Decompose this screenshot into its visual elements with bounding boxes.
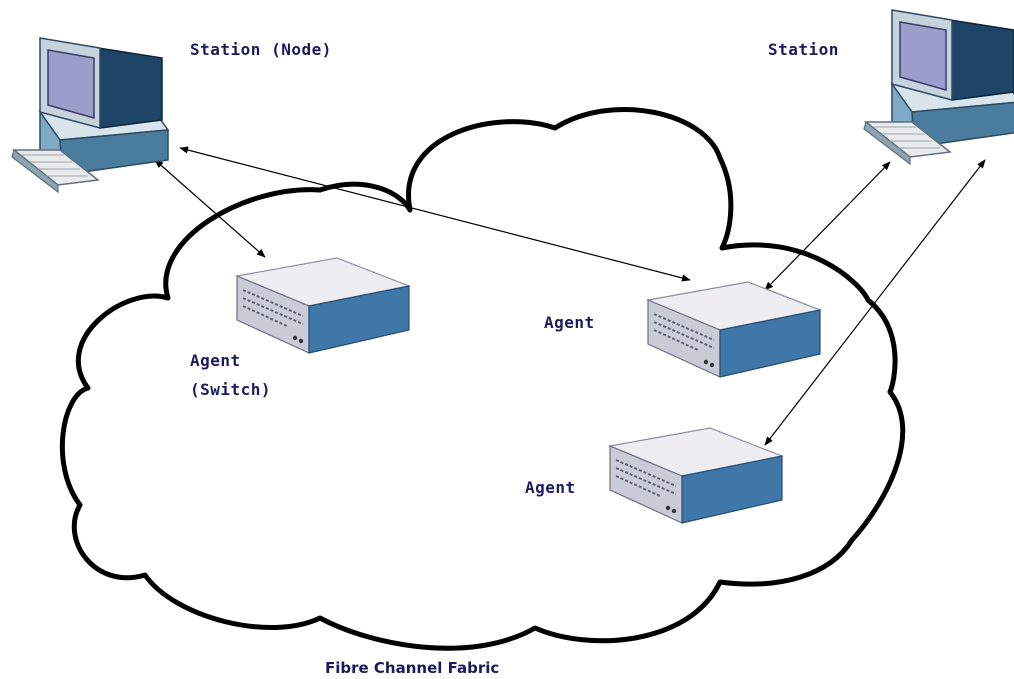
agent-label: Agent: [525, 478, 576, 497]
network-switch-icon: [607, 427, 785, 524]
agent-switch-label: Agent: [190, 351, 241, 370]
agent-label: Agent: [544, 313, 595, 332]
fabric-cloud: [59, 107, 906, 651]
link-station-to-agent-lower: [764, 159, 986, 446]
network-switch-icon: [234, 257, 412, 354]
station-label: Station: [768, 40, 839, 59]
network-switch-icon: [645, 281, 823, 378]
link-station-node-to-agent-switch: [154, 159, 266, 258]
computer-workstation-icon: [863, 9, 1014, 166]
station-node-label: Station (Node): [190, 40, 332, 59]
agent-switch-sublabel: (Switch): [190, 380, 272, 399]
fabric-caption: Fibre Channel Fabric: [325, 659, 500, 677]
computer-workstation-icon: [11, 37, 170, 194]
